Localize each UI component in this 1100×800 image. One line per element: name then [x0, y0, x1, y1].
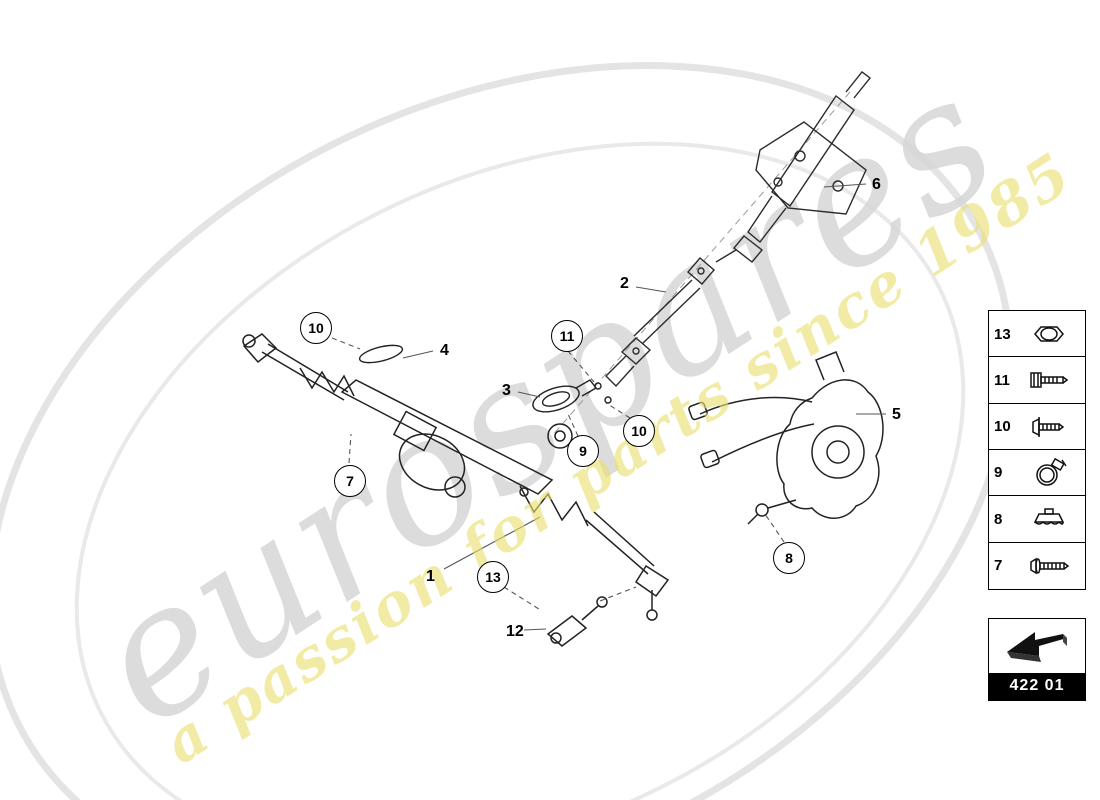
steering-axis-line — [551, 91, 851, 437]
legend-row-9[interactable]: 9 — [988, 448, 1086, 497]
push-nut-icon — [1018, 504, 1080, 534]
callout-2[interactable]: 2 — [620, 275, 629, 292]
gasket-ring — [358, 344, 404, 364]
leader-lines-dashed — [331, 337, 785, 612]
intermediate-shaft — [605, 257, 715, 388]
callout-6[interactable]: 6 — [872, 176, 881, 193]
callout-1[interactable]: 1 — [426, 568, 435, 585]
tie-rod-end — [546, 596, 608, 647]
hose-clamp-icon — [1018, 457, 1080, 489]
callout-7[interactable]: 7 — [334, 465, 366, 497]
legend-number: 8 — [994, 510, 1003, 528]
long-bolt-icon — [1018, 551, 1080, 581]
callout-13[interactable]: 13 — [477, 561, 509, 593]
callout-9[interactable]: 9 — [567, 435, 599, 467]
callout-11[interactable]: 11 — [551, 320, 583, 352]
cover-plate — [532, 379, 612, 413]
diagram-code: 422 01 — [989, 673, 1085, 700]
callout-10-b[interactable]: 10 — [623, 415, 655, 447]
flange-bolt-icon — [1018, 412, 1080, 442]
legend-number: 9 — [994, 464, 1003, 482]
diagram-code-box: 422 01 — [988, 618, 1086, 701]
legend-row-10[interactable]: 10 — [988, 402, 1086, 451]
callout-10-a[interactable]: 10 — [300, 312, 332, 344]
legend-number: 7 — [994, 557, 1003, 575]
legend-row-13[interactable]: 13 — [988, 310, 1086, 358]
legend-number: 10 — [994, 418, 1011, 436]
legend-number: 11 — [994, 371, 1010, 389]
leader-lines — [402, 183, 886, 631]
steering-column — [715, 71, 871, 263]
legend-panel: 13 11 — [988, 310, 1086, 590]
legend-row-7[interactable]: 7 — [988, 541, 1086, 590]
callout-12[interactable]: 12 — [506, 623, 524, 640]
legend-row-8[interactable]: 8 — [988, 495, 1086, 544]
direction-arrow-icon — [989, 619, 1085, 673]
legend-number: 13 — [994, 325, 1011, 343]
socket-bolt-icon — [1018, 365, 1080, 395]
callout-4[interactable]: 4 — [440, 342, 449, 359]
legend-row-11[interactable]: 11 — [988, 356, 1086, 405]
hex-nut-icon — [1018, 319, 1080, 349]
steering-rack — [242, 333, 670, 621]
callout-5[interactable]: 5 — [892, 406, 901, 423]
callout-3[interactable]: 3 — [502, 382, 511, 399]
callout-8[interactable]: 8 — [773, 542, 805, 574]
wheel-knuckle — [688, 351, 884, 525]
